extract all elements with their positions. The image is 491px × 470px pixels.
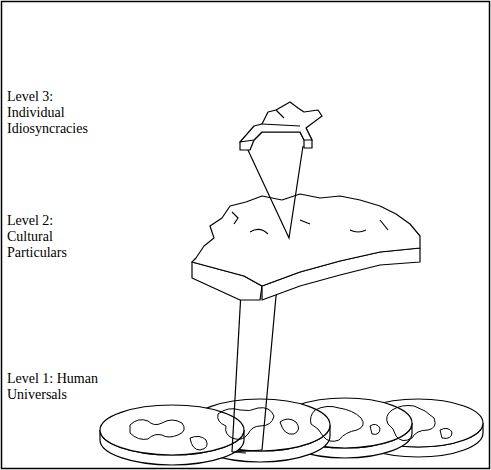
level-label: Level 1: Human Universals xyxy=(7,371,99,403)
world-slabs xyxy=(100,398,483,465)
person-figure xyxy=(240,102,322,150)
level-label: Level 3: Individual Idiosyncracies xyxy=(7,89,99,137)
map-coastlines xyxy=(130,406,452,451)
projection-lines xyxy=(232,285,277,453)
culture-slab xyxy=(192,194,420,300)
level-label: Level 2: Cultural Particulars xyxy=(7,213,99,261)
projection-lines xyxy=(247,146,303,238)
